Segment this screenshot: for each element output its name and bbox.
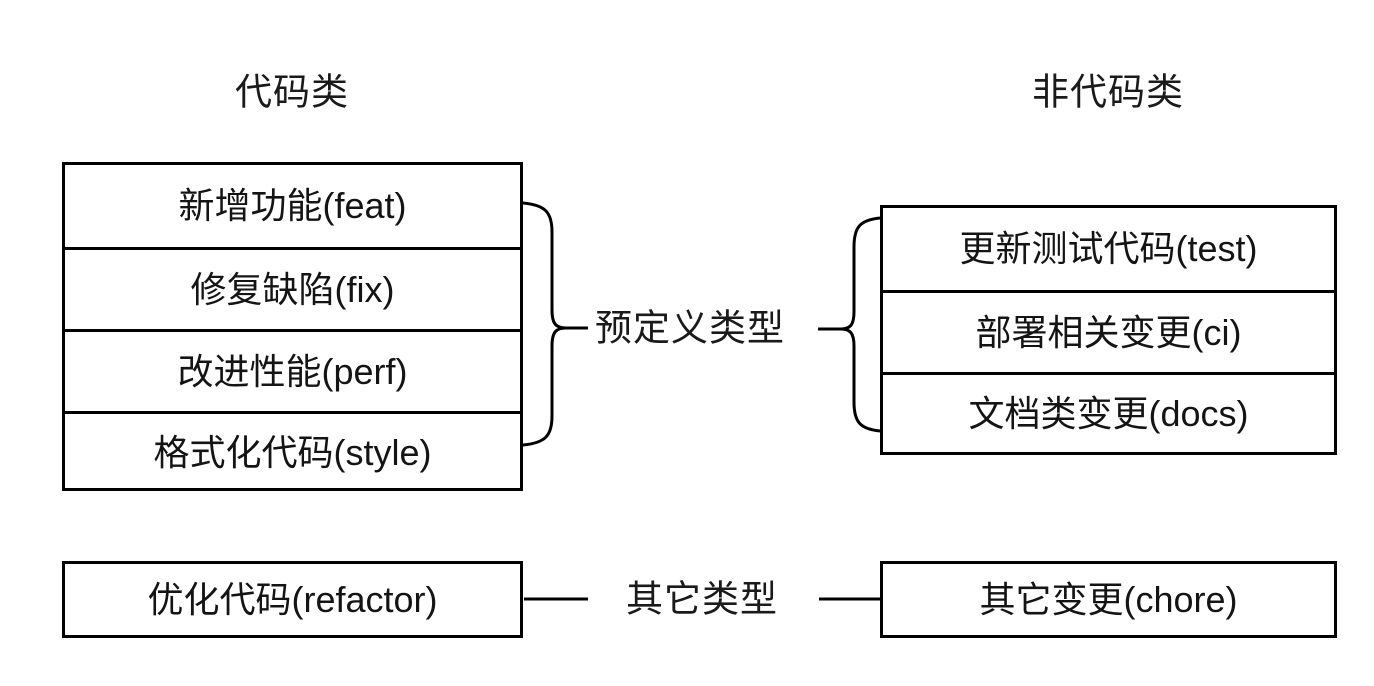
non-code-type-row-test[interactable]: 更新测试代码(test)	[959, 228, 1258, 269]
other-code-type-row-refactor[interactable]: 优化代码(refactor)	[147, 578, 438, 620]
non-code-type-row-ci[interactable]: 部署相关变更(ci)	[883, 290, 1334, 372]
code-type-row-feat[interactable]: 新增功能(feat)	[178, 185, 407, 226]
code-type-row-style[interactable]: 格式化代码(style)	[65, 411, 520, 491]
code-type-row-perf[interactable]: 改进性能(perf)	[65, 329, 520, 411]
group-label-predefined-types: 预定义类型	[595, 307, 785, 349]
other-non-code-type-box: 其它变更(chore)	[880, 561, 1337, 638]
code-type-row-fix[interactable]: 修复缺陷(fix)	[65, 247, 520, 329]
heading-code-category: 代码类	[235, 71, 349, 113]
right-brace-icon	[839, 216, 881, 433]
non-code-type-row-docs[interactable]: 文档类变更(docs)	[883, 372, 1334, 452]
non-code-types-box: 更新测试代码(test) 部署相关变更(ci) 文档类变更(docs)	[880, 205, 1337, 455]
left-brace-icon	[522, 201, 568, 447]
other-non-code-type-row-chore[interactable]: 其它变更(chore)	[979, 578, 1238, 620]
heading-non-code-category: 非代码类	[1032, 71, 1184, 113]
group-label-other-types: 其它类型	[626, 578, 778, 620]
other-code-type-box: 优化代码(refactor)	[62, 561, 523, 638]
code-types-box: 新增功能(feat) 修复缺陷(fix) 改进性能(perf) 格式化代码(st…	[62, 162, 523, 491]
